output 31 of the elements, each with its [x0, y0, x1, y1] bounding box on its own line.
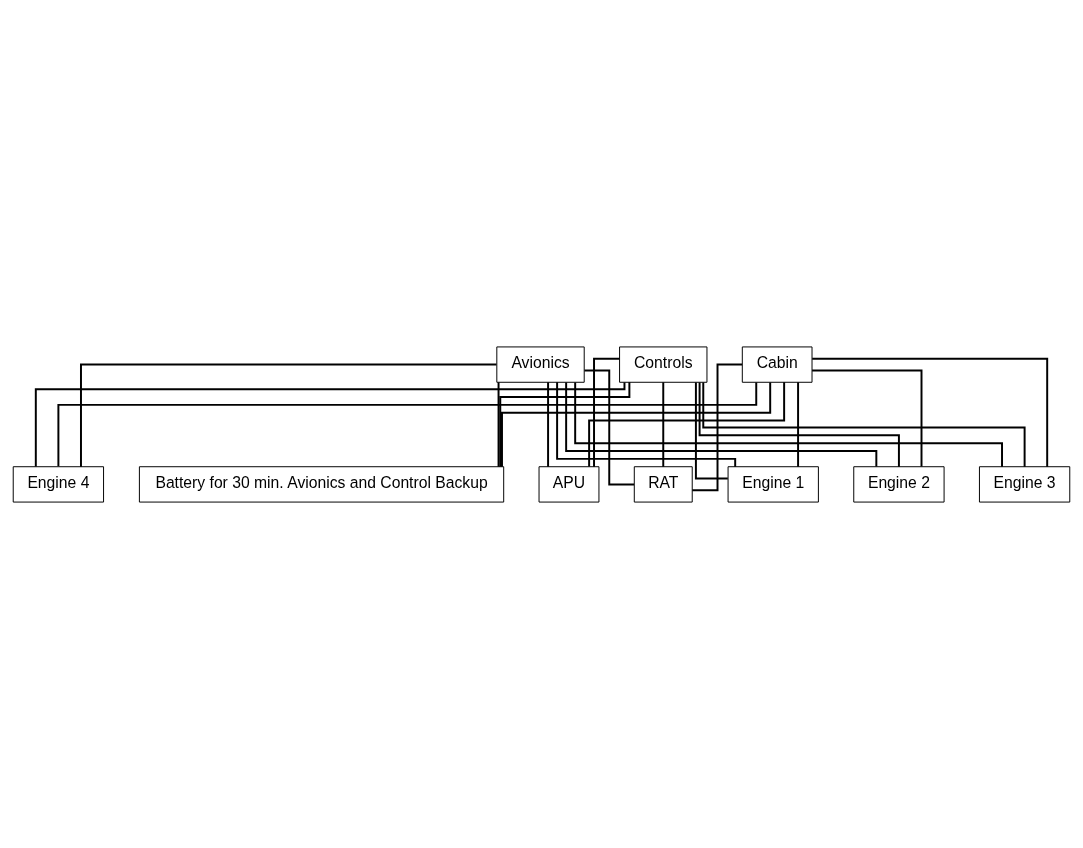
node-box: Engine 2	[853, 465, 945, 503]
connector	[547, 380, 550, 468]
node-box: Controls	[619, 345, 708, 383]
connector	[702, 380, 1026, 468]
node-box: Cabin	[741, 345, 813, 383]
node-box: Engine 4	[12, 465, 105, 503]
connector	[574, 380, 1003, 468]
connector	[499, 380, 631, 468]
connector	[497, 380, 500, 468]
connector	[565, 381, 878, 468]
connector	[80, 363, 498, 468]
connector	[501, 381, 772, 468]
connector	[694, 380, 729, 479]
connector	[811, 357, 1049, 468]
connector	[662, 380, 665, 468]
connector	[583, 369, 636, 485]
node-box: Avionics	[496, 345, 585, 383]
connector	[691, 363, 744, 491]
node-box: Engine 3	[978, 465, 1071, 503]
connector	[811, 369, 923, 468]
node-box: Engine 1	[727, 465, 819, 503]
connector	[593, 357, 621, 468]
connector	[698, 380, 900, 468]
node-box: APU	[538, 465, 600, 503]
node-box: RAT	[633, 465, 693, 503]
connector	[797, 380, 800, 468]
connector	[57, 380, 758, 467]
connector	[34, 380, 626, 467]
connector	[556, 380, 737, 468]
connector	[588, 380, 786, 468]
node-box: Battery for 30 min. Avionics and Control Backup	[138, 465, 505, 503]
